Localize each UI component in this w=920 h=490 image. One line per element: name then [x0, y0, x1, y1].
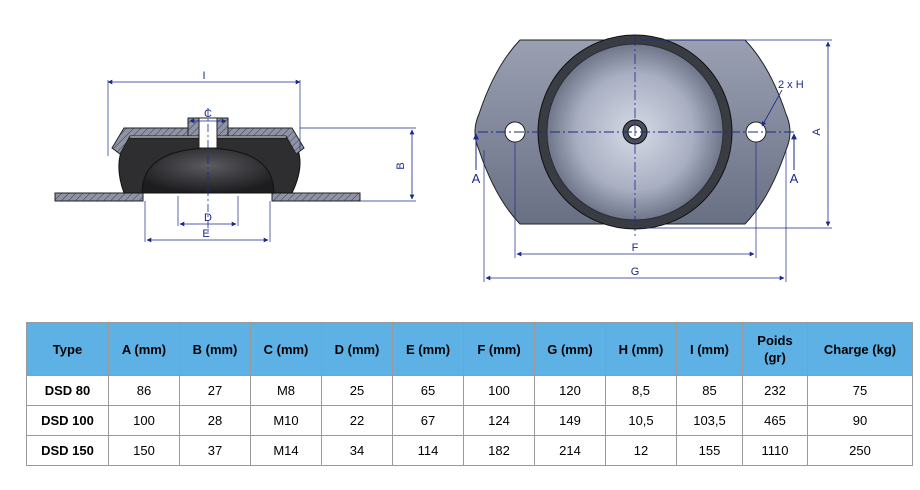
dim-e-label: E	[202, 228, 209, 240]
table-cell: 12	[605, 435, 677, 466]
table-header-row: Type A (mm) B (mm) C (mm) D (mm) E (mm) …	[26, 322, 913, 376]
table-cell: 114	[392, 435, 464, 466]
table-cell: 27	[179, 375, 251, 406]
table-cell: 1110	[742, 435, 808, 466]
table-cell: 150	[108, 435, 180, 466]
table-cell: 232	[742, 375, 808, 406]
header-charge: Charge (kg)	[807, 322, 913, 376]
header-g: G (mm)	[534, 322, 606, 376]
table-cell: 34	[321, 435, 393, 466]
section-label-right: A	[790, 171, 799, 186]
table-cell: DSD 80	[26, 375, 109, 406]
table-cell: 465	[742, 405, 808, 436]
table-cell: 250	[807, 435, 913, 466]
header-f: F (mm)	[463, 322, 535, 376]
dim-h-leader	[761, 89, 783, 127]
dim-f-label: F	[632, 242, 639, 254]
table-cell: 28	[179, 405, 251, 436]
table-cell: M10	[250, 405, 322, 436]
table-cell: M14	[250, 435, 322, 466]
table-cell: 85	[676, 375, 743, 406]
right-base-flange	[271, 192, 361, 202]
dim-d-label: D	[204, 212, 212, 224]
table-cell: 86	[108, 375, 180, 406]
top-plate	[111, 127, 305, 155]
dim-b-label: B	[395, 162, 407, 169]
table-cell: DSD 100	[26, 405, 109, 436]
table-cell: 182	[463, 435, 535, 466]
header-d: D (mm)	[321, 322, 393, 376]
technical-drawing: I C B D E	[54, 34, 832, 282]
table-cell: 10,5	[605, 405, 677, 436]
table-cell: DSD 150	[26, 435, 109, 466]
left-base-flange	[54, 192, 144, 202]
table-row: DSD 80 86 27 M8 25 65 100 120 8,5 85 232…	[26, 375, 913, 406]
dim-i-label: I	[202, 70, 205, 82]
table-cell: 75	[807, 375, 913, 406]
dim-g-label: G	[631, 266, 640, 278]
table-cell: 100	[108, 405, 180, 436]
table-row: DSD 100 100 28 M10 22 67 124 149 10,5 10…	[26, 405, 913, 436]
table-cell: 155	[676, 435, 743, 466]
table-cell: 25	[321, 375, 393, 406]
table-cell: 37	[179, 435, 251, 466]
table-cell: 120	[534, 375, 606, 406]
table-cell: 149	[534, 405, 606, 436]
table-cell: 8,5	[605, 375, 677, 406]
header-c: C (mm)	[250, 322, 322, 376]
dim-c-label: C	[204, 108, 212, 120]
header-e: E (mm)	[392, 322, 464, 376]
header-i: I (mm)	[676, 322, 743, 376]
header-a: A (mm)	[108, 322, 180, 376]
table-cell: 124	[463, 405, 535, 436]
table-row: DSD 150 150 37 M14 34 114 182 214 12 155…	[26, 435, 913, 466]
table-cell: M8	[250, 375, 322, 406]
table-cell: 103,5	[676, 405, 743, 436]
top-view: A A 2 x H A F G	[472, 34, 832, 282]
table-cell: 214	[534, 435, 606, 466]
dim-a-label: A	[811, 128, 823, 136]
header-type: Type	[26, 322, 109, 376]
table-cell: 65	[392, 375, 464, 406]
table-cell: 100	[463, 375, 535, 406]
header-b: B (mm)	[179, 322, 251, 376]
table-cell: 90	[807, 405, 913, 436]
header-h: H (mm)	[605, 322, 677, 376]
dim-h-label: 2 x H	[778, 79, 804, 91]
section-label-left: A	[472, 171, 481, 186]
header-poids: Poids (gr)	[742, 322, 808, 376]
section-view: I C B D E	[54, 70, 416, 243]
table-cell: 22	[321, 405, 393, 436]
table-cell: 67	[392, 405, 464, 436]
specifications-table: Type A (mm) B (mm) C (mm) D (mm) E (mm) …	[26, 322, 913, 466]
